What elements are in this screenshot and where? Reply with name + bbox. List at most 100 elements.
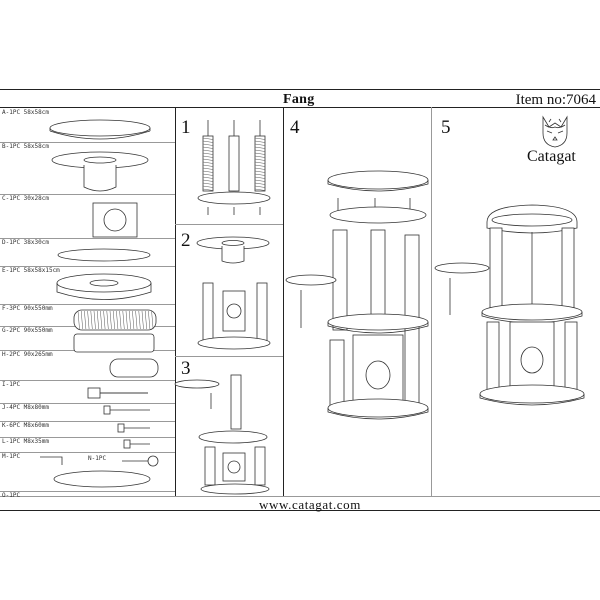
step-3-diagram bbox=[174, 374, 270, 495]
sisal-stripe bbox=[96, 310, 99, 330]
part-row: K-6PC M8x60mm bbox=[0, 421, 175, 438]
steps-column-divider bbox=[283, 107, 284, 497]
step-number-2: 2 bbox=[181, 230, 191, 251]
footer-divider bbox=[0, 496, 600, 497]
sisal-stripe bbox=[151, 310, 154, 330]
part-label: H-2PC 90x265mm bbox=[2, 351, 53, 358]
sisal-stripe bbox=[144, 310, 147, 330]
sisal-stripe bbox=[135, 310, 138, 330]
sisal-stripe bbox=[202, 182, 214, 185]
sisal-stripe bbox=[202, 164, 214, 167]
sisal-stripe bbox=[202, 179, 214, 182]
sisal-stripe bbox=[106, 310, 109, 330]
sisal-stripe bbox=[254, 158, 266, 161]
sisal-stripe bbox=[254, 185, 266, 188]
sisal-stripe bbox=[254, 137, 266, 140]
sisal-stripe bbox=[77, 310, 80, 330]
part-label-n: N-1PC bbox=[88, 455, 107, 462]
step-number-1: 1 bbox=[181, 117, 191, 138]
sisal-stripe bbox=[122, 310, 125, 330]
sisal-stripe bbox=[119, 310, 122, 330]
sisal-stripe bbox=[132, 310, 135, 330]
part-label: B-1PC 58x58cm bbox=[2, 143, 49, 150]
part-label: E-1PC 58x58x15cm bbox=[2, 267, 60, 274]
sisal-stripe bbox=[202, 158, 214, 161]
sisal-stripe bbox=[254, 146, 266, 149]
part-row: D-1PC 38x30cm bbox=[0, 238, 175, 267]
sisal-stripe bbox=[202, 155, 214, 158]
brand-name: Catagat bbox=[527, 148, 576, 165]
sisal-stripe bbox=[254, 152, 266, 155]
sisal-stripe bbox=[254, 188, 266, 191]
sisal-stripe bbox=[202, 143, 214, 146]
part-row: I-1PC bbox=[0, 380, 175, 404]
top-border bbox=[0, 89, 600, 90]
step-number-3: 3 bbox=[181, 358, 191, 379]
sisal-stripe bbox=[202, 170, 214, 173]
bottom-border bbox=[0, 510, 600, 511]
step-2-diagram bbox=[196, 236, 271, 350]
sisal-stripe bbox=[202, 137, 214, 140]
sisal-stripe bbox=[202, 185, 214, 188]
step-5-diagram bbox=[434, 204, 585, 406]
part-label: D-1PC 38x30cm bbox=[2, 239, 49, 246]
part-label: O-1PC bbox=[2, 492, 21, 499]
sisal-stripe bbox=[103, 310, 106, 330]
sisal-stripe bbox=[254, 179, 266, 182]
sisal-stripe bbox=[254, 173, 266, 176]
sisal-stripe bbox=[138, 310, 141, 330]
sisal-stripe bbox=[116, 310, 119, 330]
part-row: M-1PC bbox=[0, 452, 175, 492]
parts-column-divider bbox=[175, 107, 176, 497]
part-label: G-2PC 90x550mm bbox=[2, 327, 53, 334]
part-row: C-1PC 30x28cm bbox=[0, 194, 175, 239]
sisal-stripe bbox=[254, 176, 266, 179]
sisal-stripe bbox=[202, 167, 214, 170]
sisal-stripe bbox=[93, 310, 96, 330]
sisal-stripe bbox=[90, 310, 93, 330]
sisal-stripe bbox=[100, 310, 103, 330]
sisal-stripe bbox=[125, 310, 128, 330]
sisal-stripe bbox=[87, 310, 90, 330]
sisal-stripe bbox=[254, 182, 266, 185]
sisal-stripe bbox=[202, 146, 214, 149]
part-row: B-1PC 58x58cm bbox=[0, 142, 175, 195]
sisal-stripe bbox=[254, 161, 266, 164]
website-url: www.catagat.com bbox=[258, 497, 361, 512]
part-label: C-1PC 30x28cm bbox=[2, 195, 49, 202]
part-row: O-1PC bbox=[0, 491, 175, 499]
sisal-stripe bbox=[202, 152, 214, 155]
sisal-stripe bbox=[112, 310, 115, 330]
sisal-stripe bbox=[128, 310, 131, 330]
step-number-4: 4 bbox=[290, 117, 300, 138]
part-row: A-1PC 58x58cm bbox=[0, 108, 175, 143]
product-title: Fang bbox=[283, 92, 315, 107]
step-number-5: 5 bbox=[441, 117, 451, 138]
sisal-stripe bbox=[84, 310, 87, 330]
part-label: I-1PC bbox=[2, 381, 21, 388]
part-label: J-4PC M8x80mm bbox=[2, 404, 49, 411]
part-drawings bbox=[40, 119, 159, 488]
sisal-stripe bbox=[254, 164, 266, 167]
sisal-stripe bbox=[202, 149, 214, 152]
part-row: J-4PC M8x80mm bbox=[0, 403, 175, 422]
part-row: H-2PC 90x265mm bbox=[0, 350, 175, 381]
part-row: L-1PC M8x35mm bbox=[0, 437, 175, 453]
cat-head-icon bbox=[542, 115, 568, 148]
sisal-stripe bbox=[202, 140, 214, 143]
sisal-stripe bbox=[202, 173, 214, 176]
step-1-diagram bbox=[197, 120, 271, 215]
part-label: L-1PC M8x35mm bbox=[2, 438, 49, 445]
sisal-stripe bbox=[254, 140, 266, 143]
sisal-stripe bbox=[109, 310, 112, 330]
step2-step3-divider bbox=[175, 356, 283, 357]
sisal-stripe bbox=[254, 149, 266, 152]
part-label: A-1PC 58x58cm bbox=[2, 109, 49, 116]
sisal-stripe bbox=[254, 170, 266, 173]
item-number: Item no:7064 bbox=[515, 92, 596, 108]
part-row: E-1PC 58x58x15cm bbox=[0, 266, 175, 305]
step-4-diagram bbox=[285, 170, 429, 420]
sisal-stripe bbox=[141, 310, 144, 330]
sisal-stripe bbox=[202, 176, 214, 179]
part-label: K-6PC M8x60mm bbox=[2, 422, 49, 429]
